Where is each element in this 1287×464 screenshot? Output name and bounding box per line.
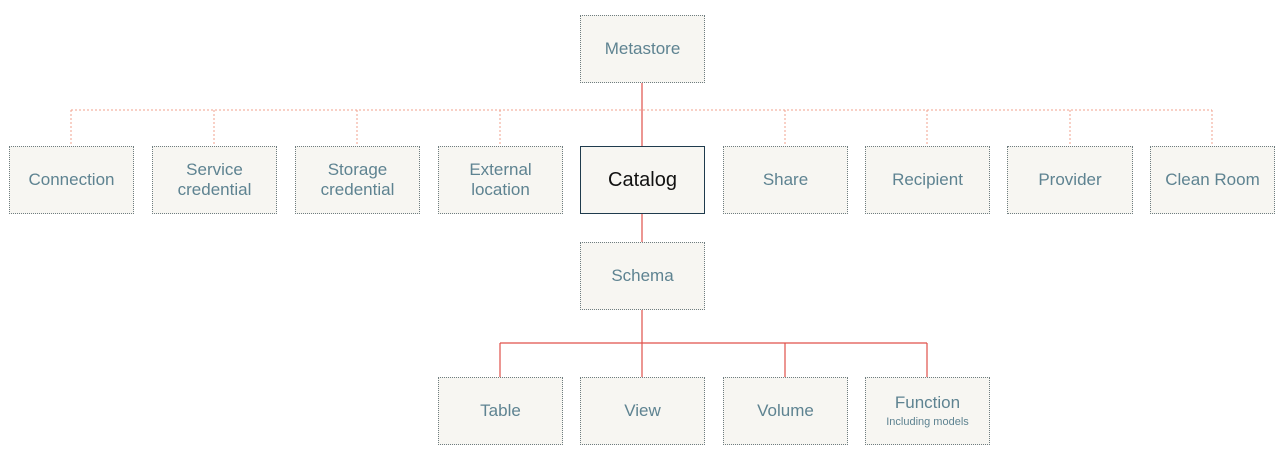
node-label: Metastore — [604, 39, 681, 58]
node-share: Share — [723, 146, 848, 214]
node-label-line-1: Storage — [327, 160, 388, 179]
node-recipient: Recipient — [865, 146, 990, 214]
node-label: Catalog — [608, 169, 677, 191]
node-external-location: External location — [438, 146, 563, 214]
node-clean-room: Clean Room — [1150, 146, 1275, 214]
node-label: Volume — [757, 401, 814, 420]
node-label: Share — [762, 170, 809, 189]
node-label: Function — [894, 393, 961, 412]
node-metastore: Metastore — [580, 15, 705, 83]
node-label: Table — [480, 401, 521, 420]
node-label: View — [624, 401, 661, 420]
node-function: Function Including models — [865, 377, 990, 445]
node-storage-credential: Storage credential — [295, 146, 420, 214]
dotted-connectors — [70, 109, 1213, 146]
solid-connectors — [499, 83, 928, 377]
node-connection: Connection — [9, 146, 134, 214]
node-label: Recipient — [892, 170, 963, 189]
node-label-line-1: Service — [186, 160, 243, 179]
node-label: Connection — [28, 170, 115, 189]
node-label: Clean Room — [1165, 170, 1260, 189]
node-label: Provider — [1038, 170, 1102, 189]
node-label-line-2: location — [471, 180, 530, 199]
node-label-line-2: credential — [320, 180, 395, 199]
node-label-line-1: External — [469, 160, 532, 179]
node-label: Schema — [611, 266, 674, 285]
node-volume: Volume — [723, 377, 848, 445]
node-label-line-2: credential — [177, 180, 252, 199]
node-catalog: Catalog — [580, 146, 705, 214]
node-provider: Provider — [1007, 146, 1133, 214]
node-sublabel: Including models — [886, 416, 969, 428]
node-table: Table — [438, 377, 563, 445]
node-view: View — [580, 377, 705, 445]
node-service-credential: Service credential — [152, 146, 277, 214]
node-schema: Schema — [580, 242, 705, 310]
